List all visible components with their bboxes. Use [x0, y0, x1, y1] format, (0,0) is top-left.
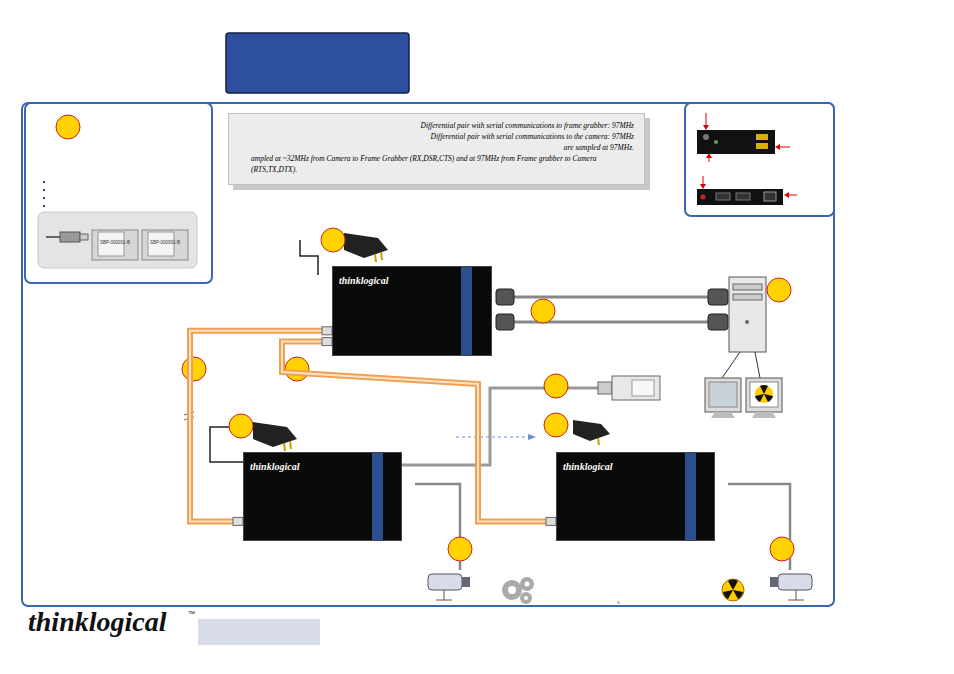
fiber-plug: [322, 327, 332, 335]
pc-tower: [722, 277, 766, 378]
cameras: [428, 574, 812, 600]
fiber-plug: [546, 517, 556, 525]
dvi-cables: [496, 289, 728, 330]
unit-stripe: [372, 453, 383, 540]
fiber-plug: [233, 517, 243, 525]
unit-logo: thinklogical: [339, 275, 388, 286]
adapter-box: [38, 212, 197, 268]
rj45-cable: [46, 232, 88, 242]
left-panel: [25, 103, 212, 283]
monitors: [705, 378, 782, 418]
unit-logo: thinklogical: [250, 461, 299, 472]
fiber-unit: thinklogical: [332, 266, 492, 356]
trademark: ™: [188, 610, 195, 617]
device-rear: [697, 176, 797, 205]
power-supplies: [210, 233, 610, 462]
degree-mark: °: [617, 601, 620, 608]
fiber-unit: thinklogical: [243, 452, 402, 541]
fiber-plug: [322, 338, 332, 346]
main-frame: [22, 103, 834, 606]
right-panel: [685, 103, 834, 216]
callout-circles: [182, 228, 794, 561]
bullet-dots: [43, 181, 45, 215]
note-line: Differential pair with serial communicat…: [251, 131, 634, 142]
title-box: [226, 33, 409, 93]
callout-circle: [56, 115, 80, 139]
gears: [502, 577, 534, 604]
part-number: SBP-000001-B: [150, 240, 180, 245]
part-number: SBP-000001-B: [100, 240, 130, 245]
db9-adapter: [92, 230, 188, 260]
unit-logo: thinklogical: [563, 461, 612, 472]
note-line: are sampled at 97MHz.: [251, 142, 634, 153]
fiber-unit: thinklogical: [556, 452, 715, 541]
notes-box: Differential pair with serial communicat…: [228, 113, 645, 185]
note-line: Differential pair with serial communicat…: [251, 120, 634, 131]
unit-stripe: [685, 453, 696, 540]
footer-panel: [198, 619, 320, 645]
brand-logo: thinklogical: [28, 606, 166, 638]
device-front: [697, 113, 790, 162]
radiation-symbol: [722, 579, 744, 601]
unit-stripe: [461, 267, 472, 355]
note-line: ampled at ~32MHz from Camera to Frame Gr…: [251, 153, 634, 175]
